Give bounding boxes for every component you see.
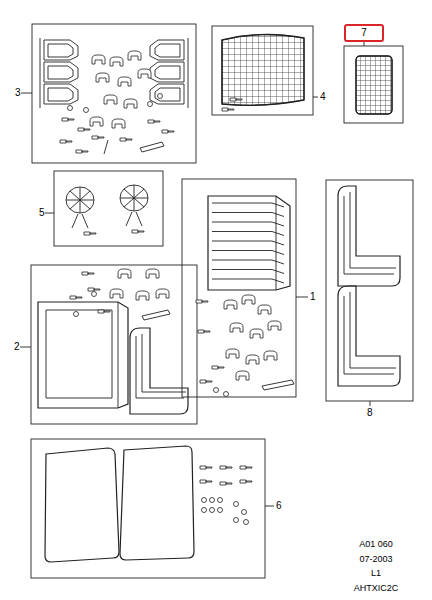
clip: [156, 289, 169, 298]
bolt: [162, 130, 174, 133]
nut: [244, 520, 249, 525]
nut: [210, 498, 215, 503]
bolt: [88, 288, 100, 291]
clip: [104, 95, 117, 104]
bolt: [200, 380, 212, 383]
nut: [158, 94, 163, 99]
bolt: [222, 108, 234, 111]
nut: [242, 510, 247, 515]
drawing-reference: AHTXIC2C: [354, 584, 399, 593]
bolt: [82, 272, 94, 275]
callout-number: 7: [361, 28, 367, 38]
callout-number: 3: [15, 88, 21, 98]
drawing-reference: L1: [371, 569, 381, 578]
callout-number: 1: [310, 292, 316, 302]
drawing-reference: A01 060: [359, 540, 393, 549]
bolt: [132, 230, 144, 233]
bolt: [200, 480, 212, 483]
clip: [224, 300, 237, 309]
louvre-slat: [212, 241, 284, 245]
louvre-slat: [212, 203, 284, 207]
bolt: [240, 480, 252, 483]
louvre-slat: [212, 279, 284, 283]
clip: [110, 57, 123, 66]
callout-number: 2: [14, 342, 20, 352]
clip: [136, 291, 149, 300]
callout-number: 4: [320, 92, 326, 102]
louvre-slat: [212, 213, 284, 217]
nut: [68, 106, 73, 111]
nut: [92, 292, 97, 297]
clip: [230, 323, 243, 332]
bolt: [200, 466, 212, 469]
callout-number: 8: [367, 408, 373, 418]
clip: [242, 295, 255, 304]
callout-number: 5: [39, 208, 45, 218]
nut: [202, 508, 207, 513]
nut: [224, 392, 229, 397]
clip: [258, 305, 271, 314]
louvre-slat: [212, 260, 284, 264]
clip: [118, 77, 131, 86]
bolt: [212, 366, 224, 369]
clip: [118, 269, 131, 278]
clip: [146, 269, 159, 278]
bolt: [62, 118, 74, 121]
louvre-slat: [212, 270, 284, 274]
clip: [112, 119, 125, 128]
bolt: [196, 300, 208, 303]
nut: [218, 498, 223, 503]
clip: [90, 117, 103, 126]
nut: [84, 108, 89, 113]
bolt: [78, 128, 90, 131]
bolt: [60, 140, 72, 143]
clip: [138, 69, 151, 78]
bolt: [230, 98, 242, 101]
nut: [202, 498, 207, 503]
louvre-slat: [212, 222, 284, 226]
nut: [234, 518, 239, 523]
clip: [124, 99, 137, 108]
drawing-reference: 07-2003: [359, 555, 392, 564]
bolt: [98, 310, 110, 313]
nut: [218, 508, 223, 513]
bolt: [220, 466, 232, 469]
bolt: [84, 232, 96, 235]
clip: [246, 355, 259, 364]
clip: [236, 371, 249, 380]
clip: [128, 51, 141, 60]
callout-box: 7: [344, 24, 384, 42]
bolt: [198, 330, 210, 333]
clip: [264, 351, 277, 360]
clip: [226, 349, 239, 358]
clip: [110, 289, 123, 298]
clip: [96, 73, 109, 82]
clip: [250, 329, 263, 338]
bolt: [92, 136, 104, 139]
bolt: [148, 120, 160, 123]
nut: [210, 508, 215, 513]
louvre-slat: [212, 251, 284, 255]
callout-number: 6: [276, 501, 282, 511]
bolt: [70, 296, 82, 299]
bolt: [120, 138, 132, 141]
nut: [148, 102, 153, 107]
nut: [234, 502, 239, 507]
bolt: [220, 482, 232, 485]
nut: [214, 388, 219, 393]
bolt: [76, 150, 88, 153]
bolt: [240, 466, 252, 469]
louvre-slat: [212, 232, 284, 236]
clip: [268, 321, 281, 330]
clip: [92, 55, 105, 64]
nut: [74, 312, 79, 317]
